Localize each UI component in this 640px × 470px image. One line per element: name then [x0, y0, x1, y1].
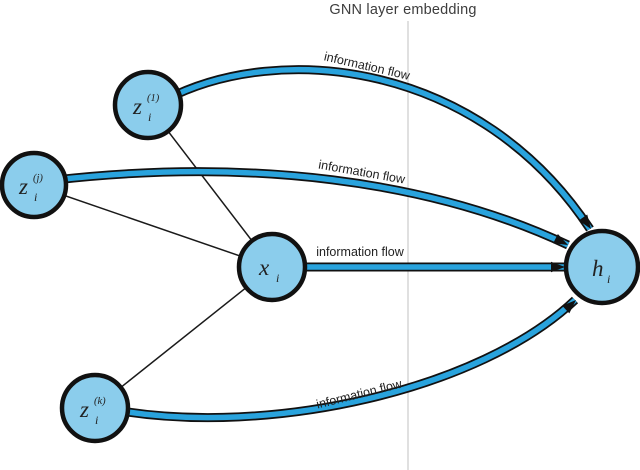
node-xi-circle	[236, 231, 308, 303]
flow-arrow-zj-hi-casing	[54, 167, 570, 250]
arrowhead-z1-hi	[578, 214, 591, 229]
flow-label-middle: information flow	[316, 245, 405, 259]
flow-arrow-bands	[54, 65, 594, 423]
node-zj-circle	[0, 150, 69, 220]
node-xi-label: x i	[258, 255, 279, 285]
flow-arrowheads	[551, 214, 591, 314]
flow-labels: information flow information flow inform…	[315, 49, 412, 411]
graph-nodes	[0, 69, 640, 444]
node-labels: z (1) i z (j) i x i z (k) i h i	[18, 88, 610, 427]
flow-arrow-z1-hi	[163, 66, 593, 231]
edge-zj-xi	[33, 184, 273, 268]
flow-arrow-z1-hi-casing	[162, 65, 594, 232]
arrowhead-zj-hi	[553, 234, 568, 245]
node-hi-circle	[563, 228, 640, 306]
node-z1-label: z (1) i	[132, 88, 164, 124]
node-zk-label: z (k) i	[79, 391, 110, 427]
node-z1-circle	[112, 69, 184, 141]
flow-arrow-zj-hi	[54, 168, 570, 248]
flow-arrow-zk-hi	[114, 298, 577, 421]
edge-zk-xi	[94, 266, 273, 409]
node-zk-circle	[59, 372, 131, 444]
arrowhead-xi-hi	[551, 261, 565, 273]
diagram-title: GNN layer embedding	[329, 2, 476, 18]
graph-edges	[33, 104, 273, 409]
node-hi-label: h i	[592, 256, 610, 286]
arrowhead-zk-hi	[562, 300, 576, 314]
node-zj-label: z (j) i	[18, 168, 47, 204]
